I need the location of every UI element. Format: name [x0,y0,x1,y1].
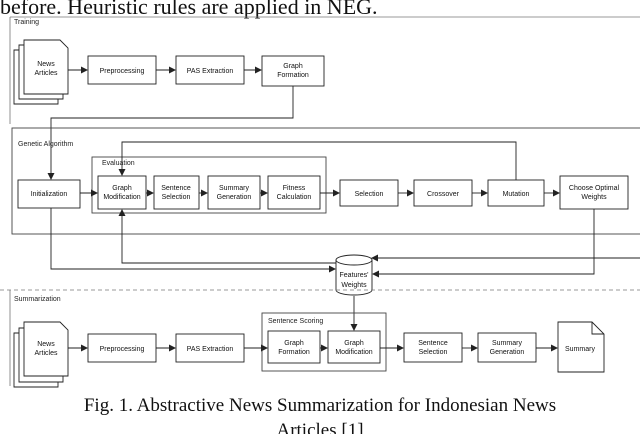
summarization-graph-modification-label-2: Modification [335,349,372,356]
training-graph-formation-label-1: Graph [283,63,303,70]
summarization-graph-modification-label-1: Graph [344,340,364,347]
choose-optimal-weights-label-1: Choose Optimal [569,185,620,192]
summarization-preprocessing-box: Preprocessing [87,333,157,363]
fitness-calculation-box: Fitness Calculation [267,175,321,210]
ga-sentence-selection-label-1: Sentence [161,185,191,192]
summarization-summary-generation-label-2: Generation [490,349,525,356]
arrow-choose-optimal-to-features-weights [372,209,595,278]
ga-sentence-selection-box: Sentence Selection [153,175,200,210]
training-pas-extraction-box: PAS Extraction [175,55,245,85]
training-news-articles: News Articles [13,39,69,105]
arrow-initialization-to-features-weights [50,208,336,273]
choose-optimal-weights-box: Choose Optimal Weights [559,175,629,210]
ga-graph-modification-label-1: Graph [112,185,132,192]
ga-summary-generation-label-1: Summary [219,185,249,192]
summarization-graph-formation-box: Graph Formation [267,330,321,364]
summarization-graph-formation-label-2: Formation [278,349,310,356]
training-news-label-2: Articles [35,70,58,77]
ga-sentence-selection-label-2: Selection [162,194,191,201]
crossover-box: Crossover [413,179,473,207]
mutation-box: Mutation [487,179,545,207]
initialization-box: Initialization [17,179,81,209]
summarization-news-label-2: Articles [35,350,58,357]
evaluation-label: Evaluation [102,160,135,167]
training-label: Training [14,19,39,26]
arrow-graph-formation-to-initialization [47,86,294,180]
summarization-pas-extraction-label: PAS Extraction [187,346,234,353]
fitness-calculation-label-1: Fitness [283,185,306,192]
training-graph-formation-label-2: Formation [277,72,309,79]
caption-line-2: Articles [1] [276,420,363,434]
summarization-pas-extraction-box: PAS Extraction [175,333,245,363]
ga-summary-generation-label-2: Generation [217,194,252,201]
summarization-news-articles: News Articles [13,321,69,388]
arrow-mutation-loop-to-graph-modification [118,141,517,180]
top-text: before. Heuristic rules are applied in N… [0,0,378,19]
summarization-graph-modification-box: Graph Modification [327,330,381,364]
summarization-news-label-1: News [37,341,55,348]
summary-document-label: Summary [565,346,595,353]
selection-box: Selection [339,179,399,207]
caption-line-1: Fig. 1. Abstractive News Summarization f… [84,395,556,416]
summarization-graph-formation-label-1: Graph [284,340,304,347]
features-weights-label-2: Weights [341,282,367,289]
evaluation-frame [91,156,327,214]
features-weights-database: Features' Weights [335,254,373,296]
ga-graph-modification-label-2: Modification [103,194,140,201]
summary-document: Summary [557,321,605,373]
sentence-scoring-frame [261,312,387,372]
summarization-preprocessing-label: Preprocessing [100,346,145,353]
crossover-label: Crossover [427,191,460,198]
summarization-summary-generation-label-1: Summary [492,340,522,347]
training-graph-formation-box: Graph Formation [261,55,325,87]
summarization-sentence-selection-box: Sentence Selection [403,332,463,363]
summarization-label: Summarization [14,296,61,303]
training-preprocessing-box: Preprocessing [87,55,157,85]
selection-label: Selection [355,191,384,198]
mutation-label: Mutation [503,191,530,198]
training-preprocessing-label: Preprocessing [100,68,145,75]
ga-summary-generation-box: Summary Generation [207,175,261,210]
ga-graph-modification-box: Graph Modification [97,175,147,210]
training-pas-extraction-label: PAS Extraction [187,68,234,75]
genetic-algorithm-label: Genetic Algorithm [18,141,73,148]
summarization-summary-generation-box: Summary Generation [477,332,537,363]
features-weights-label-1: Features' [340,272,369,279]
summarization-sentence-selection-label-1: Sentence [418,340,448,347]
sentence-scoring-label: Sentence Scoring [268,318,323,325]
summarization-sentence-selection-label-2: Selection [419,349,448,356]
fitness-calculation-label-2: Calculation [277,194,312,201]
genetic-algorithm-frame [11,127,640,235]
initialization-label: Initialization [31,191,68,198]
choose-optimal-weights-label-2: Weights [581,194,607,201]
training-news-label-1: News [37,61,55,68]
arrow-features-weights-to-ga-graph-modification [118,209,336,264]
